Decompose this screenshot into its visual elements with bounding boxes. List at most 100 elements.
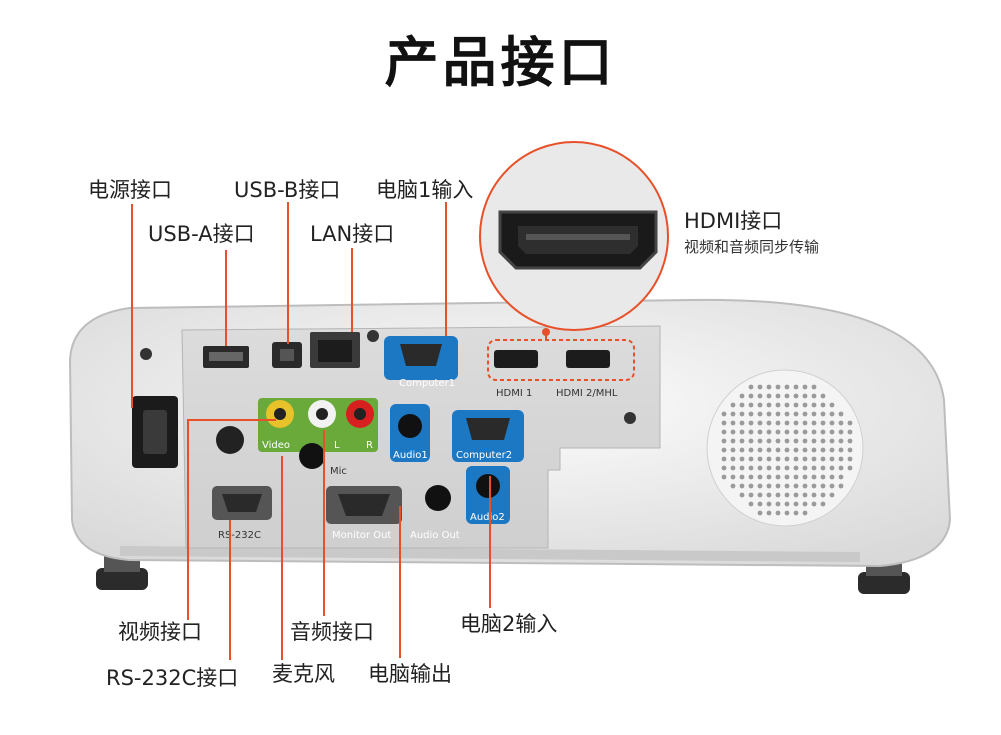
grille-hole	[802, 429, 808, 435]
grille-hole	[811, 492, 817, 498]
grille-hole	[721, 429, 727, 435]
callout-audio: 音频接口	[290, 620, 374, 644]
grille-hole	[775, 465, 781, 471]
panel-label-video: Video	[262, 440, 290, 451]
panel-label-hdmi1: HDMI 1	[496, 388, 532, 399]
grille-hole	[802, 384, 808, 390]
grille-hole	[820, 411, 826, 417]
grille-hole	[748, 456, 754, 462]
grille-hole	[784, 447, 790, 453]
grille-hole	[829, 456, 835, 462]
callout-power: 电源接口	[88, 178, 172, 202]
callout-leaders	[131, 202, 491, 660]
grille-hole	[757, 465, 763, 471]
grille-hole	[721, 438, 727, 444]
grille-hole	[730, 465, 736, 471]
grille-hole	[811, 420, 817, 426]
grille-hole	[793, 483, 799, 489]
grille-hole	[811, 411, 817, 417]
grille-hole	[775, 510, 781, 516]
panel-label-audio-out: Audio Out	[410, 530, 460, 541]
grille-hole	[721, 465, 727, 471]
grille-hole	[829, 411, 835, 417]
grille-hole	[739, 492, 745, 498]
grille-hole	[775, 474, 781, 480]
grille-hole	[748, 438, 754, 444]
grille-hole	[730, 420, 736, 426]
grille-hole	[757, 411, 763, 417]
grille-hole	[820, 429, 826, 435]
grille-hole	[766, 384, 772, 390]
grille-hole	[757, 384, 763, 390]
grille-hole	[739, 429, 745, 435]
grille-hole	[820, 465, 826, 471]
grille-hole	[793, 510, 799, 516]
grille-hole	[847, 456, 853, 462]
grille-hole	[775, 429, 781, 435]
grille-hole	[838, 483, 844, 489]
grille-hole	[784, 483, 790, 489]
grille-hole	[757, 429, 763, 435]
grille-hole	[730, 411, 736, 417]
grille-hole	[766, 501, 772, 507]
panel-label-hdmi2: HDMI 2/MHL	[556, 388, 618, 399]
grille-hole	[811, 429, 817, 435]
grille-hole	[730, 456, 736, 462]
grille-hole	[820, 438, 826, 444]
grille-hole	[829, 402, 835, 408]
grille-hole	[757, 420, 763, 426]
callout-rs232c: RS-232C接口	[106, 666, 239, 690]
grille-hole	[793, 429, 799, 435]
grille-hole	[802, 447, 808, 453]
grille-hole	[766, 429, 772, 435]
panel-label-rs232c: RS-232C	[218, 530, 261, 541]
grille-hole	[748, 447, 754, 453]
grille-hole	[730, 474, 736, 480]
grille-hole	[766, 438, 772, 444]
grille-hole	[775, 384, 781, 390]
grille-hole	[802, 393, 808, 399]
grille-hole	[820, 402, 826, 408]
grille-hole	[838, 465, 844, 471]
grille-hole	[721, 456, 727, 462]
grille-hole	[829, 438, 835, 444]
grille-hole	[802, 474, 808, 480]
grille-hole	[739, 447, 745, 453]
grille-hole	[739, 474, 745, 480]
grille-hole	[748, 474, 754, 480]
grille-hole	[748, 501, 754, 507]
grille-hole	[829, 492, 835, 498]
grille-hole	[757, 456, 763, 462]
grille-hole	[784, 438, 790, 444]
grille-hole	[748, 492, 754, 498]
grille-hole	[775, 411, 781, 417]
grille-hole	[721, 411, 727, 417]
grille-hole	[784, 429, 790, 435]
grille-hole	[739, 483, 745, 489]
grille-hole	[829, 465, 835, 471]
grille-hole	[838, 429, 844, 435]
grille-hole	[757, 402, 763, 408]
grille-hole	[739, 402, 745, 408]
grille-hole	[793, 474, 799, 480]
grille-hole	[721, 420, 727, 426]
grille-hole	[748, 393, 754, 399]
grille-hole	[847, 420, 853, 426]
grille-hole	[784, 411, 790, 417]
grille-hole	[829, 429, 835, 435]
callout-video: 视频接口	[118, 620, 202, 644]
grille-hole	[775, 438, 781, 444]
grille-hole	[802, 456, 808, 462]
grille-hole	[739, 465, 745, 471]
grille-hole	[820, 483, 826, 489]
panel-label-r: R	[366, 440, 373, 451]
grille-hole	[838, 411, 844, 417]
grille-hole	[739, 456, 745, 462]
panel-label-computer2: Computer2	[456, 450, 512, 461]
connector-panel	[132, 325, 661, 549]
grille-hole	[757, 393, 763, 399]
grille-hole	[811, 456, 817, 462]
grille-hole	[766, 510, 772, 516]
grille-hole	[811, 402, 817, 408]
